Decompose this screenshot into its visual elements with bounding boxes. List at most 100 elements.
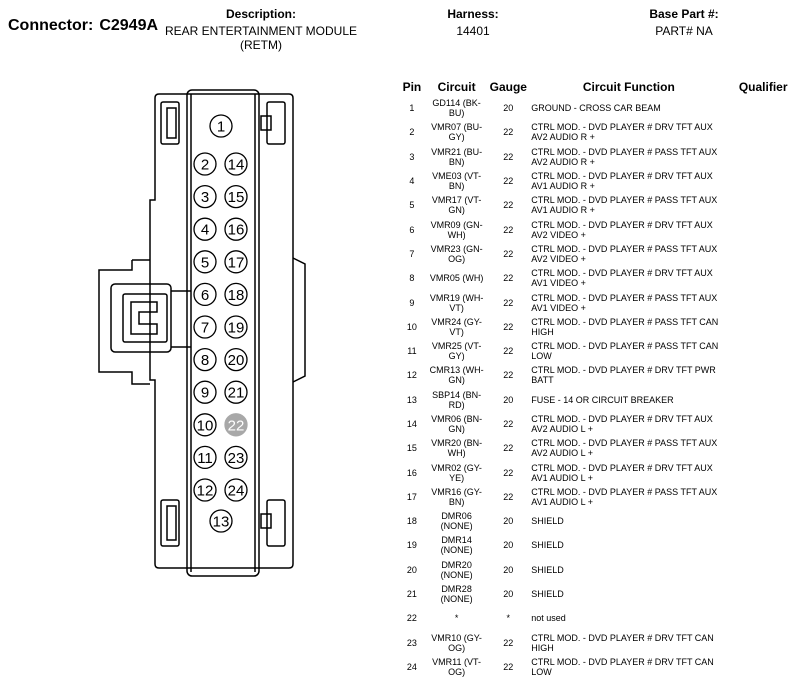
pin-4: 4 xyxy=(193,217,217,241)
qualifier xyxy=(728,217,798,241)
wire-gauge: 20 xyxy=(503,516,514,527)
circuit-function: CTRL MOD. - DVD PLAYER # PASS TFT CAN HI… xyxy=(531,316,719,337)
pin-circle xyxy=(224,250,248,274)
qualifier xyxy=(728,290,798,314)
pin-circle xyxy=(224,413,248,437)
pin-label: 2 xyxy=(201,157,209,174)
pin-label: 8 xyxy=(201,352,209,369)
description-label: Description: xyxy=(225,7,296,21)
harness-value: 14401 xyxy=(456,24,490,38)
circuit-function: CTRL MOD. - DVD PLAYER # DRV TFT AUX AV2… xyxy=(531,122,713,143)
pin-label: 18 xyxy=(228,287,245,304)
pin-number: 11 xyxy=(407,346,417,357)
pin-6: 6 xyxy=(193,282,217,307)
connector-label: Connector: xyxy=(8,17,94,34)
pin-10: 10 xyxy=(193,413,217,437)
qualifier xyxy=(728,485,798,509)
wire-gauge: 22 xyxy=(503,443,514,454)
pin-number: 22 xyxy=(406,613,417,624)
pin-number: 24 xyxy=(406,661,417,672)
table-row: 3 VMR21 (BU-BN) 22 CTRL MOD. - DVD PLAYER #… xyxy=(398,145,798,169)
circuit-id: DMR14 (NONE) xyxy=(440,535,473,556)
pin-circle xyxy=(209,509,233,533)
pin-12: 12 xyxy=(193,478,217,502)
pin-label: 6 xyxy=(201,287,209,304)
pin-13: 13 xyxy=(209,509,233,533)
circuit-function: CTRL MOD. - DVD PLAYER # DRV TFT AUX AV2… xyxy=(531,219,713,240)
circuit-id: SBP14 (BN-RD) xyxy=(432,389,482,410)
circuit-id: VMR10 (GY-OG) xyxy=(431,632,482,653)
pin-number: 3 xyxy=(409,151,415,162)
pin-circle xyxy=(224,347,248,372)
circuit-function: CTRL MOD. - DVD PLAYER # DRV TFT AUX AV1… xyxy=(531,462,713,483)
pin-label: 14 xyxy=(228,157,245,174)
wire-gauge: 20 xyxy=(503,589,514,600)
pin-14: 14 xyxy=(224,152,248,176)
pin-circle xyxy=(193,445,217,470)
circuit-function: CTRL MOD. - DVD PLAYER # DRV TFT PWR BAT… xyxy=(531,365,716,386)
wire-gauge: 22 xyxy=(503,661,514,672)
pin-column-header: Pin xyxy=(402,80,422,94)
circuit-id: VMR21 (BU-BN) xyxy=(431,146,483,167)
pin-number: 23 xyxy=(406,637,417,648)
circuit-id: VMR25 (VT-GY) xyxy=(431,341,482,362)
circuit-function: SHIELD xyxy=(531,589,564,600)
gauge-column-header: Gauge xyxy=(489,80,527,94)
pin-17: 17 xyxy=(224,250,248,274)
pin-3: 3 xyxy=(193,184,217,209)
qualifier xyxy=(728,606,798,630)
qualifier xyxy=(728,145,798,169)
pin-label: 22 xyxy=(228,417,245,434)
pin-8: 8 xyxy=(193,347,217,372)
circuit-column-header: Circuit xyxy=(437,80,476,94)
circuit-id: GD114 (BK-BU) xyxy=(432,98,481,119)
connector-value: C2949A xyxy=(99,17,159,34)
latch-top-left xyxy=(160,101,180,145)
pin-number: 7 xyxy=(409,248,415,259)
pin-number: 19 xyxy=(406,540,417,551)
pin-number: 15 xyxy=(406,443,417,454)
harness-label: Harness: xyxy=(447,7,499,21)
wire-gauge: 22 xyxy=(503,370,514,381)
latch-bottom-left xyxy=(160,499,180,547)
pin-23: 23 xyxy=(224,445,248,470)
pin-number: 1 xyxy=(409,103,415,114)
wire-gauge: 22 xyxy=(503,176,514,187)
latch-top-right xyxy=(266,101,286,145)
pin-circle xyxy=(193,217,217,241)
pin-number: 6 xyxy=(409,224,415,235)
pin-11: 11 xyxy=(193,445,217,470)
pin-number: 13 xyxy=(406,394,417,405)
circuit-function: CTRL MOD. - DVD PLAYER # PASS TFT AUX AV… xyxy=(531,146,718,167)
pin-circle xyxy=(193,152,217,176)
wire-gauge: 22 xyxy=(503,200,514,211)
circuit-id: VMR06 (BN-GN) xyxy=(431,414,483,434)
circuit-id: VMR23 (GN-OG) xyxy=(430,243,483,264)
base-part-label: Base Part #: xyxy=(649,7,719,21)
pinout-table: Pin Circuit Gauge Circuit Function Quali… xyxy=(398,78,798,679)
pin-number: 17 xyxy=(406,491,417,502)
pin-circle xyxy=(193,315,217,339)
pin-circle xyxy=(193,380,217,404)
qualifier xyxy=(728,655,798,679)
qualifier xyxy=(728,582,798,606)
pin-number: 2 xyxy=(409,127,415,138)
wire-gauge: 22 xyxy=(503,321,514,332)
circuit-id: VMR19 (WH-VT) xyxy=(429,292,484,313)
circuit-function: CTRL MOD. - DVD PLAYER # DRV TFT AUX AV1… xyxy=(531,171,713,192)
circuit-function: SHIELD xyxy=(531,564,564,575)
wire-gauge: 22 xyxy=(503,346,514,357)
right-side-rib xyxy=(292,257,306,383)
circuit-id: VMR11 (VT-OG) xyxy=(432,656,481,677)
wire-gauge: 22 xyxy=(503,127,514,138)
pin-circle xyxy=(224,478,248,502)
wire-gauge: 22 xyxy=(503,151,514,162)
qualifier xyxy=(728,558,798,582)
